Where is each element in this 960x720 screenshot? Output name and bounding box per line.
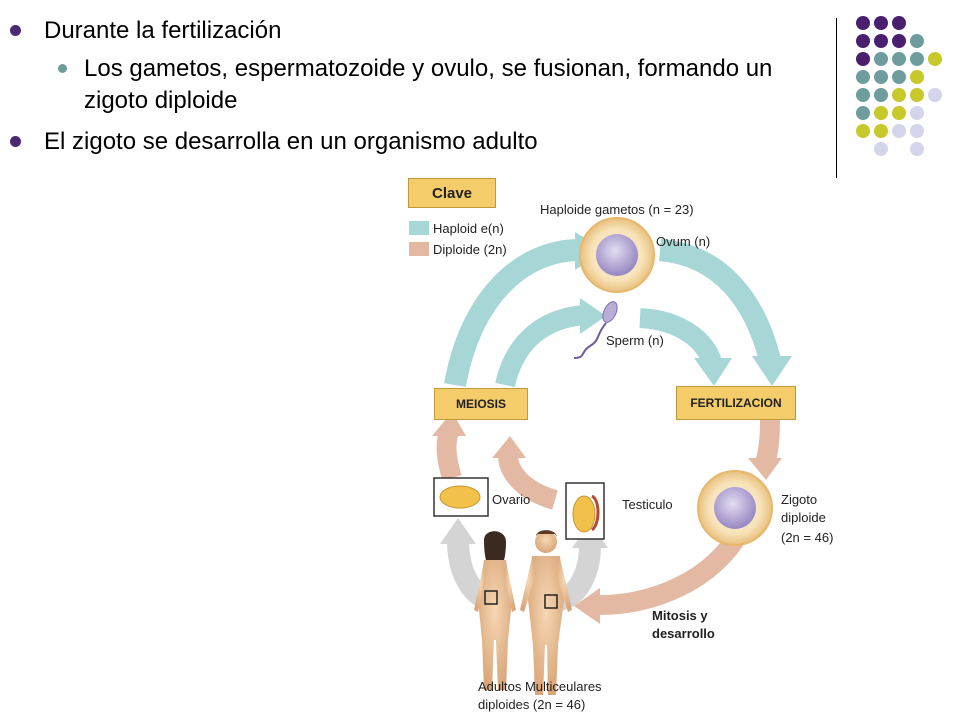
diploid-arrowhead-testis: [492, 436, 526, 458]
dot: [910, 106, 924, 120]
zygote-label-2: diploide: [781, 510, 826, 525]
ovary-shape: [439, 485, 481, 509]
bullet-dot: [10, 25, 21, 36]
dot: [874, 106, 888, 120]
bullet-dot: [10, 136, 21, 147]
sub-bullet-dot: [58, 64, 67, 73]
dot: [910, 124, 924, 138]
dot: [874, 124, 888, 138]
dot: [892, 70, 906, 84]
dot: [928, 52, 942, 66]
outer-haploid-arrow: [444, 239, 581, 388]
key-haploid-label: Haploid e(n): [433, 221, 504, 236]
fertilization-box: FERTILIZACION: [676, 386, 796, 420]
ovary-label: Ovario: [492, 492, 531, 507]
dot: [910, 142, 924, 156]
dot: [856, 70, 870, 84]
dot: [874, 70, 888, 84]
dot: [892, 34, 906, 48]
bullet-3: El zigoto se desarrolla en un organismo …: [44, 128, 538, 155]
dot: [874, 34, 888, 48]
sperm-head: [602, 301, 618, 323]
dot: [892, 106, 906, 120]
mitosis-label-2: desarrollo: [652, 626, 715, 641]
key-diploid-label: Diploide (2n): [433, 242, 507, 257]
inner-haploid-arrow: [495, 305, 587, 388]
mitosis-label-1: Mitosis y: [652, 608, 708, 623]
dot: [856, 124, 870, 138]
adults-label-2: diploides (2n = 46): [478, 697, 586, 712]
adults-label-1: Adultos Multiceulares: [478, 679, 602, 694]
divider-line: [836, 18, 837, 178]
dot: [874, 142, 888, 156]
dot: [892, 16, 906, 30]
key-diploid-swatch: [409, 242, 429, 256]
key-haploid-swatch: [409, 221, 429, 235]
female-marker: [484, 590, 498, 605]
diploid-arrowhead-mitosis: [574, 588, 600, 624]
dot: [910, 70, 924, 84]
diploid-arrowhead-ovary: [432, 412, 466, 436]
dot: [874, 88, 888, 102]
inner-haploid-arrowhead-right: [694, 358, 732, 386]
inner-haploid-arrow-right: [639, 308, 722, 366]
outer-haploid-arrowhead-right: [752, 356, 792, 386]
dot: [892, 52, 906, 66]
bullet-1: Durante la fertilización: [44, 17, 282, 44]
dot: [910, 88, 924, 102]
male-marker: [544, 594, 558, 609]
diploid-arrow-mitosis: [599, 534, 744, 615]
dot: [874, 16, 888, 30]
dot: [892, 88, 906, 102]
gray-arrowhead-female: [440, 518, 476, 544]
bullet-2-line-1: Los gametos, espermatozoide y ovulo, se …: [84, 55, 773, 82]
ovum-label: Ovum (n): [656, 234, 711, 249]
zygote-label-1: Zigoto: [781, 492, 818, 507]
dot: [856, 16, 870, 30]
gametes-label: Haploide gametos (n = 23): [540, 202, 694, 217]
dot: [892, 124, 906, 138]
sperm-label: Sperm (n): [606, 333, 664, 348]
dot: [856, 106, 870, 120]
testis-shape: [572, 495, 596, 533]
testis-label: Testiculo: [622, 497, 673, 512]
diploid-arrow-to-zygote: [755, 419, 780, 466]
zygote-nucleus: [714, 487, 756, 529]
key-title: Clave: [408, 178, 496, 208]
female-figure: [474, 531, 516, 690]
zygote-label-3: (2n = 46): [781, 530, 834, 545]
dot: [928, 88, 942, 102]
inner-haploid-arrowhead: [580, 298, 606, 334]
ovum-nucleus: [596, 234, 638, 276]
dot: [910, 52, 924, 66]
diploid-arrowhead-zygote: [748, 458, 782, 480]
diploid-arrow-testis: [498, 454, 559, 510]
dot: [910, 34, 924, 48]
dot: [856, 34, 870, 48]
outer-haploid-arrow-right: [658, 239, 781, 363]
dot: [856, 52, 870, 66]
diploid-arrow-ovary: [436, 425, 462, 481]
male-figure: [520, 530, 572, 695]
dot: [856, 88, 870, 102]
dot: [874, 52, 888, 66]
bullet-2-line-2: zigoto diploide: [84, 87, 238, 114]
sperm-tail: [573, 322, 607, 359]
meiosis-box: MEIOSIS: [434, 388, 528, 420]
epididymis: [590, 494, 600, 532]
